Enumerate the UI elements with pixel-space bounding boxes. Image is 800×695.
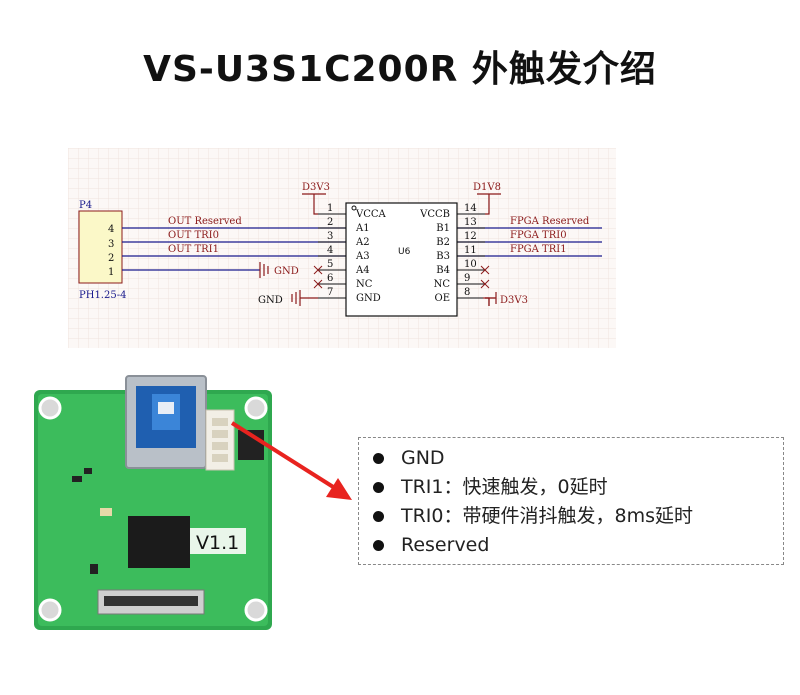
- power-label-vccb: D1V8: [473, 182, 501, 193]
- ic-ref: U6: [398, 247, 411, 257]
- net-label-out-tri0: OUT TRI0: [168, 230, 219, 241]
- ground-symbol: [291, 290, 318, 306]
- ic-pin-name: NC: [434, 279, 451, 290]
- gnd-label: GND: [258, 295, 283, 306]
- ic-pin-name: OE: [435, 293, 451, 304]
- ic-pin-number: 3: [327, 231, 333, 242]
- ic-pin-name: B3: [436, 251, 450, 262]
- gnd-label: GND: [274, 266, 299, 277]
- connector-pin-label: 1: [108, 267, 114, 278]
- ic-pin-name: B4: [436, 265, 450, 276]
- ic-pin-number: 6: [327, 273, 333, 284]
- connector-pin-label: 2: [108, 253, 114, 264]
- connector-pin-label: 4: [108, 224, 114, 235]
- ic-pin-name: NC: [356, 279, 373, 290]
- bullet-icon: [373, 453, 384, 464]
- ic-pin-number: 12: [464, 231, 477, 242]
- pin1-marker: [351, 205, 357, 211]
- ic-pin-name: VCCB: [419, 209, 450, 220]
- net-label-fpga-tri1: FPGA TRI1: [510, 244, 567, 255]
- ic-pin-number: 10: [464, 259, 477, 270]
- net-label-out-tri1: OUT TRI1: [168, 244, 219, 255]
- ic-pin-number: 13: [464, 217, 477, 228]
- callout-item-text: TRI1：快速触发，0延时: [401, 476, 608, 498]
- power-label-oe: D3V3: [500, 295, 528, 306]
- bullet-icon: [373, 511, 384, 522]
- trigger-pin-callout: GND TRI1：快速触发，0延时 TRI0：带硬件消抖触发，8ms延时 Res…: [358, 437, 784, 565]
- connector-body: [78, 210, 123, 284]
- schematic: P4 4 3 2 1 PH1.25-4 OUT Reserved OUT TRI…: [68, 148, 616, 348]
- ic-pin-number: 1: [327, 203, 333, 214]
- ic-pin-name: A1: [355, 223, 370, 234]
- ic-pin-name: A4: [355, 265, 370, 276]
- ic-pin-name: VCCA: [355, 209, 387, 220]
- main-chip: [128, 516, 190, 568]
- ic-pin-number: 8: [464, 287, 470, 298]
- callout-item: GND: [359, 444, 783, 473]
- ground-symbol: [259, 262, 269, 278]
- no-connect-marks: [313, 265, 490, 289]
- ic-pin-name: A2: [355, 237, 370, 248]
- ic-pin-number: 4: [327, 245, 333, 256]
- connector-pin-label: 3: [108, 239, 114, 250]
- ic-body: [345, 202, 458, 317]
- callout-item-text: GND: [401, 447, 445, 469]
- ic-pin-name: A3: [355, 251, 370, 262]
- ic-pin-name: B1: [436, 223, 450, 234]
- callout-item-text: Reserved: [401, 534, 490, 556]
- ic-pin-number: 7: [327, 287, 333, 298]
- callout-item: TRI1：快速触发，0延时: [359, 473, 783, 502]
- ic-pin-name: B2: [436, 237, 450, 248]
- ic-pin-number: 9: [464, 273, 470, 284]
- ic-pin-name: GND: [356, 293, 381, 304]
- pcb-board-image: V1.1: [34, 375, 272, 630]
- net-label-fpga-tri0: FPGA TRI0: [510, 230, 567, 241]
- power-label-vcca: D3V3: [302, 182, 330, 193]
- connector-ref: P4: [79, 200, 92, 211]
- net-label-fpga-reserved: FPGA Reserved: [510, 216, 590, 227]
- bullet-icon: [373, 482, 384, 493]
- connector-footprint: PH1.25-4: [79, 290, 126, 301]
- board-version: V1.1: [196, 532, 239, 554]
- ic-pin-number: 2: [327, 217, 333, 228]
- ic-pin-number: 5: [327, 259, 333, 270]
- callout-item-text: TRI0：带硬件消抖触发，8ms延时: [401, 505, 693, 527]
- ic-pin-number: 14: [464, 203, 477, 214]
- net-label-out-reserved: OUT Reserved: [168, 216, 242, 227]
- page-title: VS-U3S1C200R 外触发介绍: [143, 49, 657, 90]
- ic-pin-number: 11: [464, 245, 477, 256]
- callout-item: TRI0：带硬件消抖触发，8ms延时: [359, 502, 783, 531]
- bullet-icon: [373, 540, 384, 551]
- callout-item: Reserved: [359, 531, 783, 560]
